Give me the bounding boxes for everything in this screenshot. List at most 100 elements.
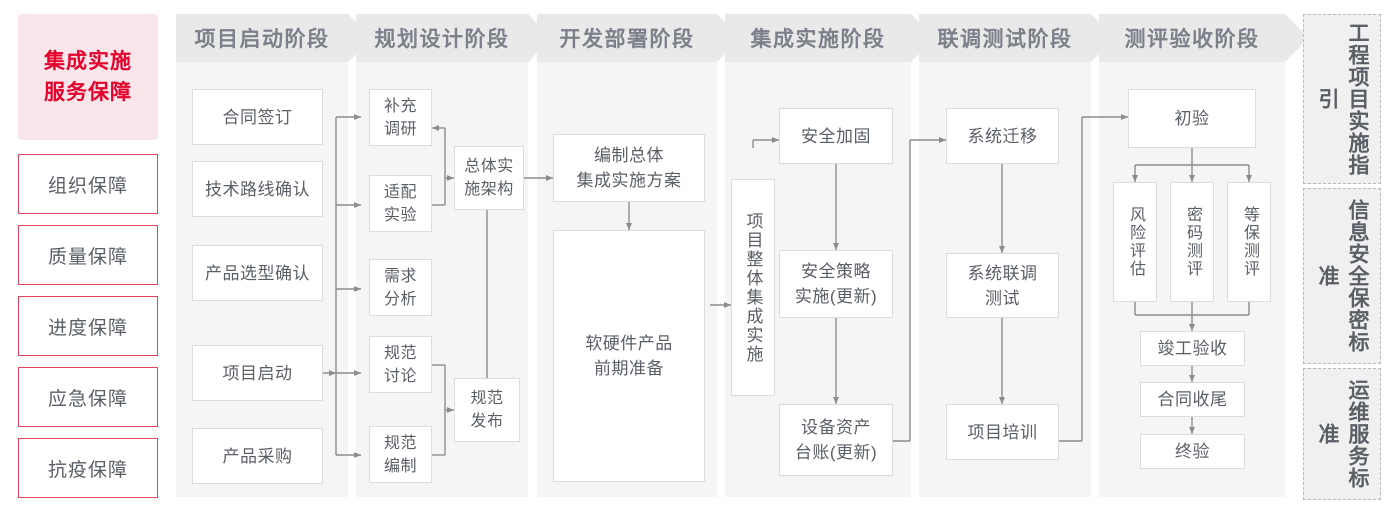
phase-header-label: 测评验收阶段	[1124, 28, 1260, 51]
chevron-right-icon	[1285, 14, 1309, 62]
node-label-line1: 设备资产	[800, 418, 871, 437]
node-label-line2: 实施(更新)	[794, 287, 878, 306]
phase-header-label: 项目启动阶段	[194, 28, 330, 51]
node-label: 产品选型确认	[205, 263, 310, 283]
node-label-line2: 分析	[383, 290, 417, 308]
node-overall-integration-impl[interactable]: 项目整体集成实施	[731, 179, 775, 396]
node-final-acceptance[interactable]: 终验	[1140, 434, 1245, 469]
node-mlps-evaluation[interactable]: 等保测评	[1227, 182, 1271, 302]
phase-header-label: 开发部署阶段	[559, 28, 695, 51]
node-label-line2: 调研	[383, 120, 417, 138]
node-asset-ledger-update[interactable]: 设备资产台账(更新)	[779, 404, 893, 476]
node-security-hardening[interactable]: 安全加固	[779, 108, 893, 164]
sidebar-item-organization[interactable]: 组织保障	[18, 154, 158, 214]
node-label-line2: 台账(更新)	[794, 443, 878, 462]
node-spec-discussion[interactable]: 规范讨论	[369, 336, 432, 393]
sidebar-item-label: 抗疫保障	[47, 459, 128, 481]
node-label-line1: 编制总体	[594, 146, 664, 165]
node-label-line1: 规范	[470, 390, 504, 407]
node-spec-drafting[interactable]: 规范编制	[369, 426, 432, 483]
sidebar-hero-line1: 集成实施	[44, 50, 132, 73]
node-product-selection[interactable]: 产品选型确认	[192, 245, 323, 301]
node-contract-signing[interactable]: 合同签订	[192, 89, 323, 145]
node-supplementary-research[interactable]: 补充调研	[369, 89, 432, 146]
node-label-line1: 规范	[383, 344, 417, 362]
sidebar-item-label: 进度保障	[47, 317, 128, 339]
standards-panel-engineering[interactable]: 工程项目实施指引	[1303, 14, 1381, 184]
sidebar-hero-line2: 服务保障	[44, 81, 132, 104]
node-hw-sw-preparation[interactable]: 软硬件产品前期准备	[553, 230, 705, 482]
node-label-line2: 前期准备	[594, 359, 664, 378]
phase-header-2[interactable]: 规划设计阶段	[356, 14, 552, 62]
node-system-joint-test[interactable]: 系统联调测试	[946, 253, 1059, 318]
node-crypto-evaluation[interactable]: 密码测评	[1170, 182, 1214, 302]
node-label: 项目整体集成实施	[743, 211, 763, 364]
node-preliminary-acceptance[interactable]: 初验	[1128, 89, 1256, 148]
node-project-training[interactable]: 项目培训	[946, 404, 1059, 460]
node-requirement-analysis[interactable]: 需求分析	[369, 259, 432, 316]
sidebar-item-label: 组织保障	[47, 175, 128, 197]
standards-label: 运维服务标准	[1316, 379, 1369, 489]
node-adaptation-test[interactable]: 适配实验	[369, 175, 432, 232]
node-label-line2: 测试	[985, 288, 1020, 308]
node-label-line2: 集成实施方案	[576, 171, 682, 190]
node-draft-overall-plan[interactable]: 编制总体集成实施方案	[553, 134, 705, 202]
node-label: 系统迁移	[967, 126, 1038, 146]
node-label-line1: 规范	[383, 434, 417, 452]
phase-header-3[interactable]: 开发部署阶段	[537, 14, 741, 62]
node-label: 初验	[1174, 109, 1210, 128]
node-label: 产品采购	[222, 446, 293, 466]
node-label: 合同收尾	[1157, 390, 1228, 409]
node-label-line1: 需求	[383, 267, 417, 285]
node-project-kickoff[interactable]: 项目启动	[192, 345, 323, 401]
standards-panel-security[interactable]: 信息安全保密标准	[1303, 188, 1381, 364]
node-security-policy-impl[interactable]: 安全策略实施(更新)	[779, 250, 893, 318]
sidebar-item-emergency[interactable]: 应急保障	[18, 367, 158, 427]
node-label-line1: 总体实	[464, 158, 514, 175]
node-label-line1: 补充	[383, 97, 417, 115]
node-label: 技术路线确认	[205, 179, 310, 199]
standards-label: 信息安全保密标准	[1316, 199, 1369, 353]
phase-header-label: 规划设计阶段	[374, 28, 510, 51]
sidebar-item-label: 应急保障	[47, 388, 128, 410]
node-label: 等保测评	[1241, 206, 1258, 278]
node-label: 竣工验收	[1157, 339, 1228, 358]
phase-header-6[interactable]: 测评验收阶段	[1099, 14, 1309, 62]
phase-header-5[interactable]: 联调测试阶段	[919, 14, 1115, 62]
phase-header-label: 联调测试阶段	[937, 28, 1073, 51]
node-tech-route-confirm[interactable]: 技术路线确认	[192, 161, 323, 217]
node-spec-release[interactable]: 规范发布	[454, 378, 520, 442]
node-label-line1: 适配	[383, 183, 417, 201]
standards-label: 工程项目实施指引	[1316, 22, 1369, 176]
node-overall-impl-architecture[interactable]: 总体实施架构	[454, 146, 524, 210]
node-label: 项目启动	[222, 363, 293, 383]
node-label-line2: 施架构	[464, 181, 514, 198]
node-label: 项目培训	[967, 422, 1038, 442]
node-label: 风险评估	[1127, 206, 1144, 278]
node-label-line1: 软硬件产品	[585, 334, 673, 353]
node-label: 终验	[1175, 442, 1210, 461]
node-system-migration[interactable]: 系统迁移	[946, 108, 1059, 164]
node-product-purchase[interactable]: 产品采购	[192, 428, 323, 484]
sidebar-item-quality[interactable]: 质量保障	[18, 225, 158, 285]
sidebar-hero-card: 集成实施 服务保障	[18, 14, 158, 140]
phase-header-1[interactable]: 项目启动阶段	[176, 14, 372, 62]
node-label-line2: 讨论	[383, 367, 417, 385]
standards-panel-operations[interactable]: 运维服务标准	[1303, 368, 1381, 500]
node-label-line1: 安全策略	[800, 262, 871, 281]
node-label: 密码测评	[1184, 206, 1201, 278]
node-completion-acceptance[interactable]: 竣工验收	[1140, 331, 1245, 366]
phase-header-label: 集成实施阶段	[750, 28, 886, 51]
sidebar-item-schedule[interactable]: 进度保障	[18, 296, 158, 356]
node-label-line2: 实验	[383, 206, 417, 224]
sidebar-item-label: 质量保障	[47, 246, 128, 268]
node-label: 安全加固	[801, 126, 871, 146]
node-contract-closeout[interactable]: 合同收尾	[1140, 382, 1245, 417]
node-label-line2: 发布	[470, 413, 504, 430]
node-label-line2: 编制	[383, 457, 417, 475]
node-risk-assessment[interactable]: 风险评估	[1113, 182, 1157, 302]
sidebar-item-epidemic[interactable]: 抗疫保障	[18, 438, 158, 498]
phase-header-4[interactable]: 集成实施阶段	[725, 14, 935, 62]
node-label-line1: 系统联调	[967, 263, 1038, 283]
